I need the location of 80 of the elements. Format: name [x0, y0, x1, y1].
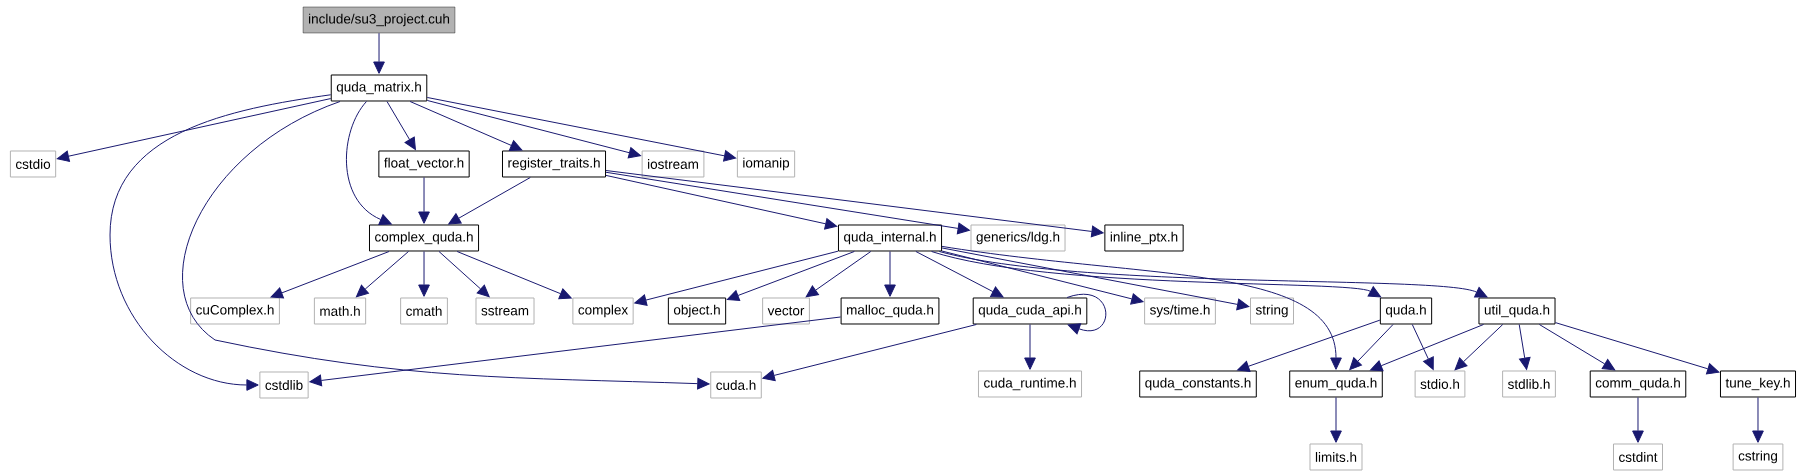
arrow	[1370, 324, 1485, 372]
arrow	[726, 251, 855, 302]
file-box: tune_key.h	[1719, 370, 1796, 398]
arrow	[270, 251, 390, 299]
arrow	[182, 101, 710, 390]
arrow	[1454, 324, 1504, 371]
arrow	[1555, 322, 1720, 375]
arrow	[931, 251, 1382, 298]
external-file-box: stdlib.h	[1502, 370, 1556, 398]
external-file-box: cstdlib	[259, 371, 309, 399]
arrow	[346, 101, 392, 225]
file-box: quda_matrix.h	[330, 74, 428, 102]
external-file-box: cstdio	[9, 150, 57, 178]
arrow	[884, 251, 896, 297]
arrow	[1411, 324, 1434, 370]
file-box: inline_ptx.h	[1104, 224, 1184, 252]
external-file-box: limits.h	[1309, 443, 1363, 471]
file-box: register_traits.h	[502, 150, 607, 178]
external-file-box: generics/ldg.h	[970, 224, 1066, 252]
arrow	[762, 324, 977, 382]
external-file-box: math.h	[313, 297, 367, 325]
file-box: quda.h	[1379, 297, 1433, 325]
external-file-box: cuComplex.h	[190, 297, 280, 325]
arrow	[941, 245, 1342, 370]
arrow	[418, 251, 430, 297]
arrow	[1518, 324, 1531, 370]
external-file-box: cmath	[400, 297, 448, 325]
arrow	[605, 171, 970, 235]
file-box: float_vector.h	[378, 150, 470, 178]
arrow	[373, 32, 385, 74]
arrow	[386, 101, 416, 150]
external-file-box: iomanip	[736, 150, 796, 178]
arrow	[1538, 324, 1616, 371]
arrow	[1237, 319, 1381, 372]
file-box: enum_quda.h	[1289, 370, 1383, 398]
arrow	[605, 170, 1104, 238]
external-file-box: cstdint	[1613, 443, 1663, 471]
arrow	[1349, 324, 1394, 371]
file-box: malloc_quda.h	[840, 297, 940, 325]
arrow	[915, 251, 1004, 298]
arrow	[426, 99, 641, 159]
external-file-box: string	[1250, 297, 1294, 325]
external-file-box: sstream	[475, 297, 535, 325]
arrow	[1024, 324, 1036, 370]
arrow	[418, 177, 430, 224]
file-box: comm_quda.h	[1589, 370, 1687, 398]
arrow	[426, 96, 737, 162]
external-file-box: complex	[572, 297, 634, 325]
external-file-box: cstring	[1732, 443, 1784, 471]
arrow	[355, 251, 409, 298]
external-file-box: sys/time.h	[1144, 297, 1216, 325]
arrow	[605, 174, 838, 230]
arrow	[1066, 294, 1107, 335]
external-file-box: cuda.h	[710, 371, 762, 399]
external-file-box: stdio.h	[1414, 370, 1466, 398]
external-file-box: vector	[762, 297, 810, 325]
file-box: quda_internal.h	[837, 224, 943, 252]
file-box: complex_quda.h	[369, 224, 480, 252]
arrow	[309, 316, 842, 387]
arrow	[941, 250, 1144, 305]
arrow	[634, 250, 839, 306]
file-box: util_quda.h	[1478, 297, 1556, 325]
arrow	[941, 247, 1250, 311]
root-file-box: include/su3_project.cuh	[302, 6, 456, 34]
arrow	[456, 251, 572, 300]
arrow	[409, 101, 523, 151]
arrow	[938, 251, 1488, 298]
file-box: quda_cuda_api.h	[972, 297, 1088, 325]
external-file-box: cuda_runtime.h	[978, 370, 1083, 398]
arrow	[438, 251, 490, 298]
arrow	[56, 98, 332, 162]
arrow	[448, 177, 531, 225]
arrow	[109, 94, 332, 391]
file-box: quda_constants.h	[1139, 370, 1257, 398]
arrow	[1632, 397, 1644, 443]
file-box: object.h	[667, 297, 727, 325]
external-file-box: iostream	[641, 150, 705, 178]
arrow	[1752, 397, 1764, 443]
arrow	[805, 251, 872, 298]
arrow	[1330, 397, 1342, 443]
